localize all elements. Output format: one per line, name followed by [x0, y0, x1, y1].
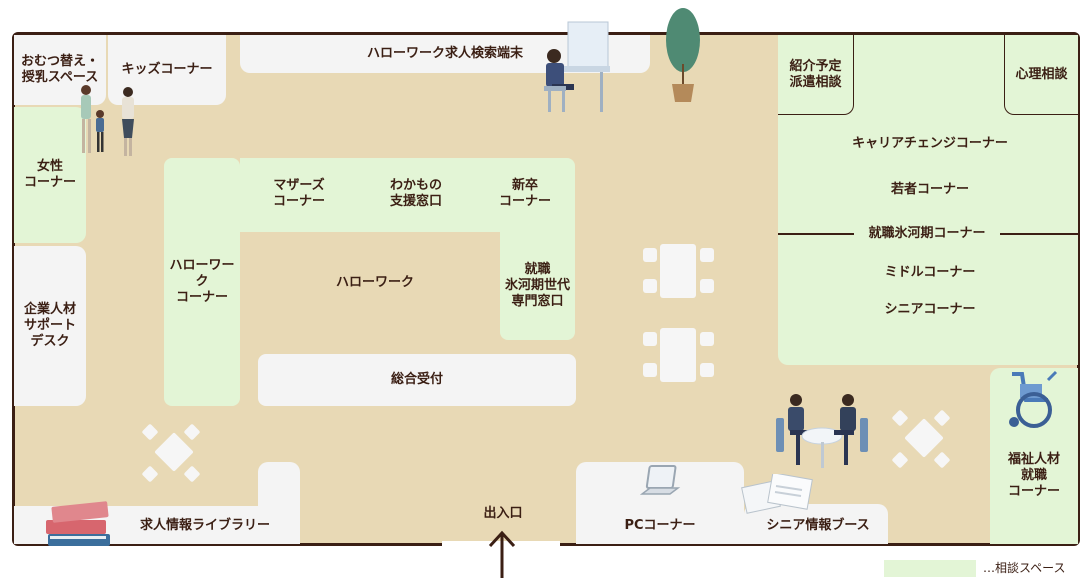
room-middle[interactable]: ミドルコーナー: [884, 265, 976, 280]
room-search-terminal-label: ハローワーク求人検索端末: [366, 46, 523, 61]
room-kids-label: キッズコーナー: [121, 62, 213, 77]
library-shape-high: [258, 462, 300, 544]
room-nursing-label: おむつ替え・ 授乳スペース: [20, 54, 99, 85]
legend-label: …相談スペース: [983, 561, 1066, 575]
room-welfare-label: 福祉人材 就職 コーナー: [1007, 452, 1060, 499]
legend-swatch: [884, 560, 976, 577]
documents-icon: [741, 474, 813, 514]
room-new-grad[interactable]: 新卒 コーナー: [498, 178, 551, 209]
room-career-change[interactable]: キャリアチェンジコーナー: [852, 136, 1008, 151]
room-mothers[interactable]: マザーズ コーナー: [272, 178, 325, 209]
room-psych-label: 心理相談: [1015, 66, 1068, 82]
plant-icon: [666, 8, 700, 102]
room-pc-label: PCコーナー: [624, 518, 696, 533]
room-psych[interactable]: 心理相談: [1004, 35, 1078, 115]
entrance-arrow-icon: [488, 530, 516, 578]
person-at-terminal-icon: [544, 21, 610, 112]
room-company-support-label: 企業人材 サポート デスク: [23, 302, 76, 349]
area-hellowork[interactable]: ハローワーク: [335, 275, 414, 290]
room-ice-age-window[interactable]: 就職 氷河期世代 専門窓口: [500, 232, 575, 340]
room-hw-corner[interactable]: ハローワーク コーナー: [164, 158, 240, 406]
room-reception[interactable]: 総合受付: [258, 354, 576, 406]
divider-line-right: [1000, 233, 1078, 235]
room-ice-age-window-label: 就職 氷河期世代 専門窓口: [504, 262, 570, 309]
room-senior-info[interactable]: [744, 504, 888, 544]
room-company-support[interactable]: 企業人材 サポート デスク: [14, 246, 86, 406]
room-hw-corner-label: ハローワーク コーナー: [169, 258, 235, 305]
room-dispatch-label: 紹介予定 派遣相談: [789, 58, 842, 90]
wheelchair-icon: [1009, 370, 1058, 428]
room-senior[interactable]: シニアコーナー: [884, 302, 976, 317]
entrance-label: 出入口: [483, 506, 523, 521]
consultation-icon: [776, 394, 868, 468]
books-icon: [46, 501, 110, 546]
family-icon: [81, 85, 134, 156]
room-library-label: 求人情報ライブラリー: [139, 518, 270, 533]
consult-strip: [240, 158, 575, 232]
room-women[interactable]: 女性 コーナー: [14, 107, 86, 243]
room-senior-info-label: シニア情報ブース: [766, 518, 870, 533]
room-ice-age-corner[interactable]: 就職氷河期コーナー: [868, 226, 986, 241]
room-women-label: 女性 コーナー: [23, 159, 76, 190]
laptop-icon: [640, 465, 681, 495]
room-nursing[interactable]: おむつ替え・ 授乳スペース: [14, 35, 106, 105]
room-young[interactable]: 若者コーナー: [890, 182, 969, 197]
room-dispatch[interactable]: 紹介予定 派遣相談: [778, 35, 854, 115]
divider-line-left: [778, 233, 854, 235]
room-reception-label: 総合受付: [390, 372, 443, 387]
room-youth-support[interactable]: わかもの 支援窓口: [389, 178, 442, 209]
